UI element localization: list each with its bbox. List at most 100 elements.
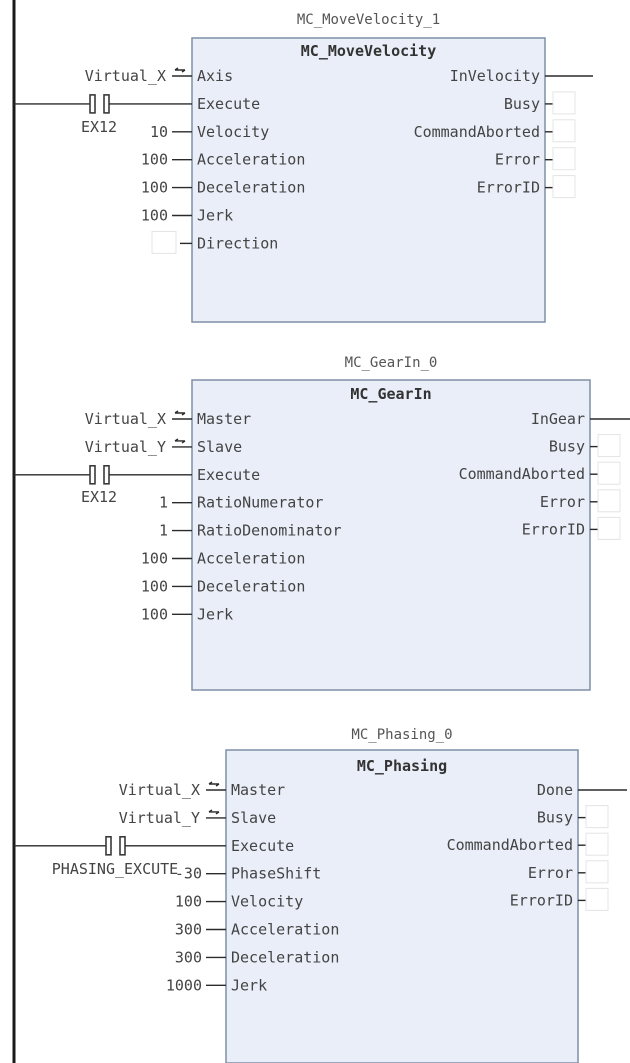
pin-label: Execute bbox=[197, 466, 260, 484]
pin-label: Master bbox=[231, 781, 285, 799]
contact-left-plate bbox=[89, 94, 96, 114]
output-pin-commandaborted: CommandAborted bbox=[459, 461, 621, 485]
pin-label: Velocity bbox=[197, 123, 269, 141]
empty-output-slot[interactable] bbox=[585, 887, 609, 911]
inout-arrow-icon bbox=[174, 410, 186, 416]
empty-output-slot[interactable] bbox=[585, 860, 609, 884]
empty-output-slot[interactable] bbox=[552, 91, 576, 115]
inout-arrow-icon bbox=[174, 438, 186, 444]
input-pin-slave: Slave Virtual_Y bbox=[119, 809, 276, 827]
pin-label: Master bbox=[197, 410, 251, 428]
empty-output-slot[interactable] bbox=[597, 516, 621, 540]
inout-arrow-icon bbox=[208, 809, 220, 815]
output-pin-errorid: ErrorID bbox=[477, 175, 576, 199]
output-pin-error: Error bbox=[528, 860, 609, 884]
output-pin-error: Error bbox=[495, 147, 576, 171]
pin-label: Deceleration bbox=[197, 179, 305, 197]
function-block-mc-movevelocity[interactable]: MC_MoveVelocity_1MC_MoveVelocityAxisVirt… bbox=[14, 12, 593, 323]
input-variable: Virtual_X bbox=[85, 410, 166, 428]
empty-output-slot[interactable] bbox=[552, 147, 576, 171]
contact-left-plate bbox=[89, 464, 96, 485]
empty-output-slot[interactable] bbox=[597, 434, 621, 458]
input-variable: 100 bbox=[141, 577, 168, 595]
pin-label: CommandAborted bbox=[414, 123, 540, 141]
output-pin-done: Done bbox=[537, 781, 627, 799]
output-pin-busy: Busy bbox=[537, 805, 609, 829]
empty-output-slot[interactable] bbox=[552, 175, 576, 199]
pin-label: Deceleration bbox=[231, 948, 339, 966]
empty-input-slot[interactable] bbox=[151, 230, 177, 254]
pin-label: ErrorID bbox=[522, 520, 585, 538]
empty-output-slot[interactable] bbox=[597, 461, 621, 485]
pin-label: Slave bbox=[231, 809, 276, 827]
function-block-mc-phasing[interactable]: MC_Phasing_0MC_PhasingMasterVirtual_XSla… bbox=[14, 727, 627, 1063]
empty-output-slot[interactable] bbox=[552, 119, 576, 143]
pin-label: Slave bbox=[197, 438, 242, 456]
input-variable: 100 bbox=[141, 550, 168, 568]
function-block-mc-gearin[interactable]: MC_GearIn_0MC_GearInMasterVirtual_XSlave… bbox=[14, 355, 630, 691]
pin-label: Execute bbox=[231, 837, 294, 855]
instance-name: MC_GearIn_0 bbox=[345, 355, 438, 371]
pin-label: ErrorID bbox=[510, 891, 573, 909]
output-pin-ingear: InGear bbox=[531, 410, 630, 428]
contact-right-plate bbox=[103, 464, 110, 485]
contact-variable-label: EX12 bbox=[81, 118, 117, 136]
contact-left-plate bbox=[105, 835, 112, 856]
input-pin-rationumerator: RatioNumerator 1 bbox=[159, 494, 323, 512]
pin-label: Jerk bbox=[197, 605, 233, 623]
output-pin-busy: Busy bbox=[504, 91, 576, 115]
pin-label: InVelocity bbox=[450, 67, 540, 85]
input-variable: 1 bbox=[159, 494, 168, 512]
pin-label: Jerk bbox=[197, 207, 233, 225]
empty-output-slot[interactable] bbox=[585, 805, 609, 829]
input-variable: 100 bbox=[141, 179, 168, 197]
pin-label: PhaseShift bbox=[231, 865, 321, 883]
empty-output-slot[interactable] bbox=[585, 832, 609, 856]
pin-label: Acceleration bbox=[197, 151, 305, 169]
output-pin-error: Error bbox=[540, 489, 621, 513]
pin-label: CommandAborted bbox=[447, 836, 573, 854]
input-variable: 1 bbox=[159, 522, 168, 540]
block-body[interactable] bbox=[191, 379, 591, 691]
pin-label: Jerk bbox=[231, 976, 267, 994]
pin-label: CommandAborted bbox=[459, 465, 585, 483]
input-pin-master: Master Virtual_X bbox=[119, 781, 285, 799]
pin-label: Execute bbox=[197, 95, 260, 113]
pin-label: Error bbox=[495, 151, 540, 169]
input-variable: 300 bbox=[175, 921, 202, 939]
input-pin-acceleration: Acceleration 300 bbox=[175, 921, 339, 939]
pin-label: InGear bbox=[531, 410, 585, 428]
pin-label: Busy bbox=[549, 438, 585, 456]
pin-label: Acceleration bbox=[231, 921, 339, 939]
pin-label: Busy bbox=[504, 95, 540, 113]
input-pin-direction: Direction bbox=[151, 230, 278, 254]
output-pin-errorid: ErrorID bbox=[522, 516, 621, 540]
pin-label: Axis bbox=[197, 67, 233, 85]
block-body[interactable] bbox=[191, 37, 546, 323]
output-pin-commandaborted: CommandAborted bbox=[447, 832, 609, 856]
pin-label: Done bbox=[537, 781, 573, 799]
pin-label: Velocity bbox=[231, 893, 303, 911]
output-pin-busy: Busy bbox=[549, 434, 621, 458]
empty-output-slot[interactable] bbox=[597, 489, 621, 513]
input-variable: Virtual_Y bbox=[119, 809, 200, 827]
inout-arrow-icon bbox=[174, 67, 186, 73]
contact-variable-label: EX12 bbox=[81, 488, 117, 506]
input-variable: Virtual_X bbox=[119, 781, 200, 799]
block-body[interactable] bbox=[225, 749, 579, 1063]
input-variable: 100 bbox=[175, 893, 202, 911]
pin-label: RatioNumerator bbox=[197, 494, 323, 512]
